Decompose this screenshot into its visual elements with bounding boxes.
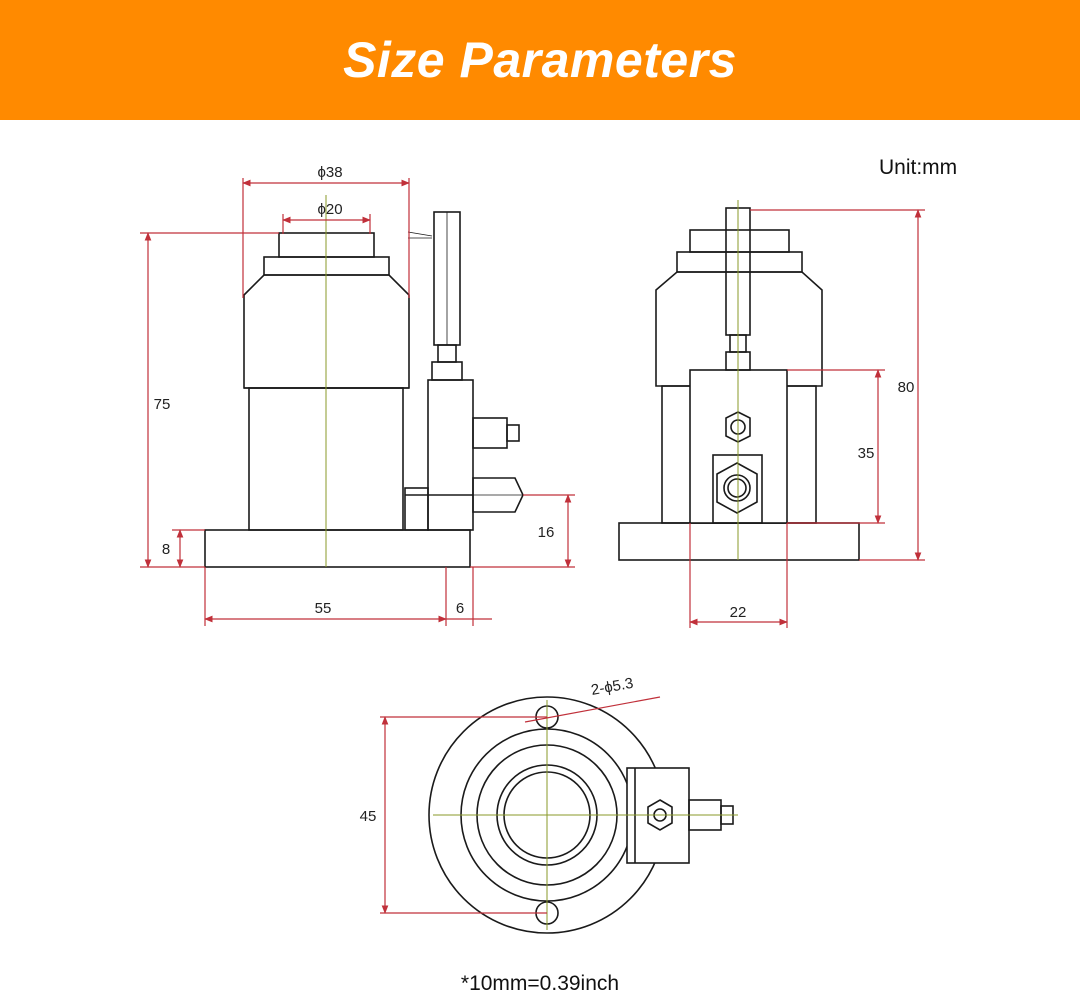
dim-offset: 6 (456, 600, 464, 617)
top-dimension-labels: 2-ϕ5.3 45 (360, 675, 635, 825)
dim-block-height: 35 (858, 445, 875, 462)
dim-base-thickness: 8 (162, 541, 170, 558)
side-base-plate (618, 522, 860, 561)
front-dimensions (140, 178, 575, 626)
dim-base-length: 55 (315, 600, 332, 617)
unit-label: Unit:mm (879, 156, 958, 179)
title-banner: Size Parameters (0, 0, 1080, 120)
dim-nozzle-height: 16 (538, 524, 555, 541)
dim-total-height-side: 80 (898, 379, 915, 396)
side-upper-cap (655, 271, 823, 387)
front-view (204, 195, 524, 568)
page-title: Size Parameters (343, 32, 737, 88)
dim-holes: 2-ϕ5.3 (590, 675, 635, 699)
side-dimensions (689, 209, 925, 628)
front-bottom-nozzle (472, 477, 524, 513)
dim-hole-spacing: 45 (360, 808, 377, 825)
side-dimension-labels: 80 35 22 (730, 379, 915, 621)
front-dimension-labels: ϕ38 ϕ20 75 8 16 55 6 (154, 164, 555, 617)
conversion-footnote: *10mm=0.39inch (460, 972, 620, 995)
dim-block-width: 22 (730, 604, 747, 621)
front-side-bracket (427, 379, 474, 531)
top-dimensions (380, 696, 661, 914)
dim-total-height-front: 75 (154, 396, 171, 413)
dim-outer-diameter: ϕ38 (317, 164, 342, 181)
front-base-plate (204, 529, 471, 568)
top-view (428, 696, 738, 934)
side-view (618, 200, 860, 561)
dim-inner-diameter: ϕ20 (317, 201, 342, 218)
